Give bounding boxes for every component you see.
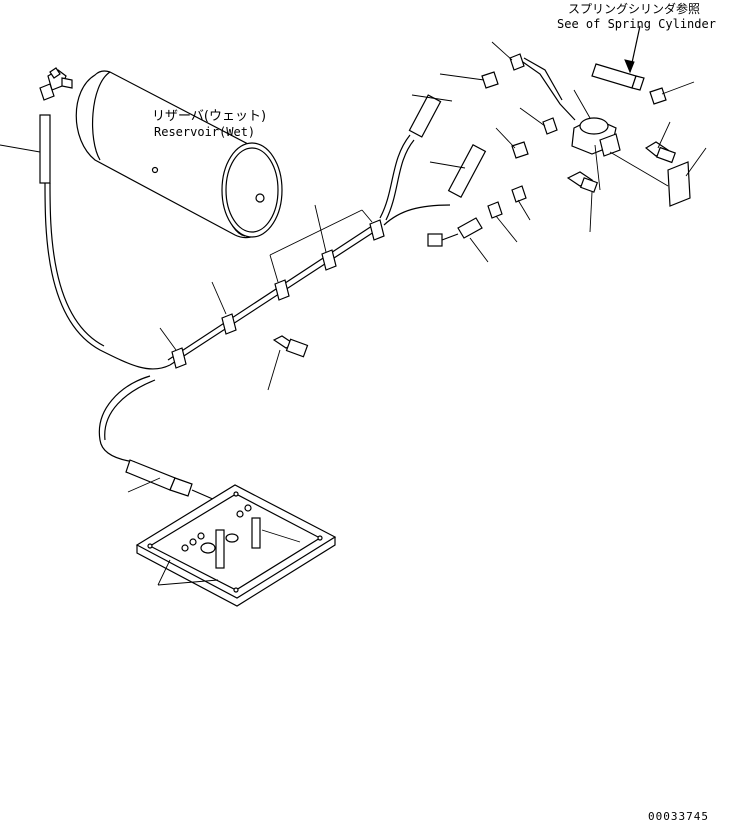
spring-cylinder-pipe xyxy=(591,25,695,105)
fittings xyxy=(439,41,558,243)
valve-bolts xyxy=(566,121,707,233)
upper-hose xyxy=(379,94,487,226)
left-hose-segment xyxy=(0,114,51,184)
relay-valve xyxy=(519,57,621,157)
reservoir-label-en: Reservoir(Wet) xyxy=(154,125,255,139)
reservoir-tank xyxy=(75,70,283,239)
drawing-number: 00033745 xyxy=(648,810,709,823)
line-clamps xyxy=(159,204,385,369)
main-air-line xyxy=(44,182,381,463)
floor-plate xyxy=(135,484,337,607)
pressure-switch xyxy=(427,217,489,263)
reservoir-label-jp: リザーバ(ウェット) xyxy=(152,109,266,124)
spring-cylinder-label-jp: スプリングシリンダ参照 xyxy=(568,1,700,16)
lower-hose-connector xyxy=(125,459,216,501)
spring-cylinder-label-en: See of Spring Cylinder xyxy=(557,17,716,31)
elbow-fitting-top xyxy=(39,67,73,101)
mounting-bolt-lower xyxy=(267,335,309,391)
